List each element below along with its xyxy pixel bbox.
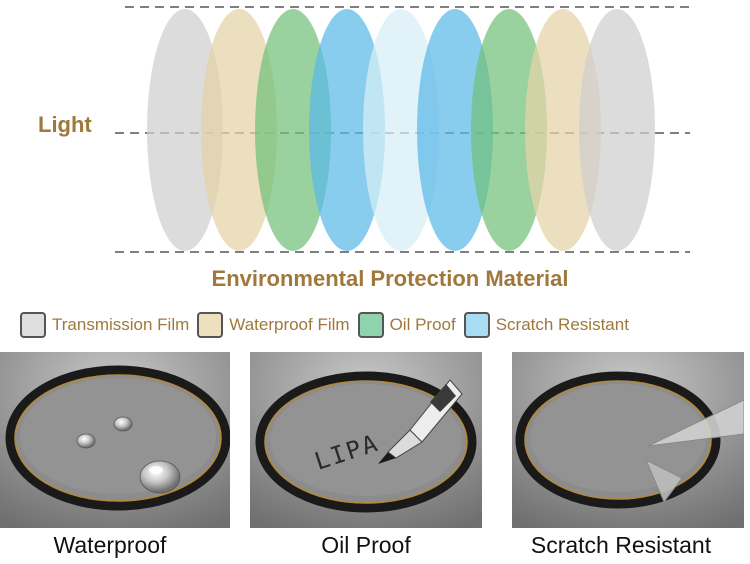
waterproof-caption: Waterproof <box>53 532 167 558</box>
legend-item-waterproof-film: Waterproof Film <box>197 312 350 338</box>
water-drop <box>113 416 133 432</box>
legend-item-scratch-resistant: Scratch Resistant <box>463 312 629 338</box>
layer-clear <box>363 9 439 251</box>
legend-item-transmission-film: Transmission Film <box>20 312 189 338</box>
oil-proof-photo: LIPA <box>250 352 482 528</box>
material-label: Environmental Protection Material <box>211 266 569 291</box>
legend-label: Oil Proof <box>389 315 456 334</box>
sharp-blade <box>647 399 744 447</box>
layer-waterproof <box>525 9 601 251</box>
legend-label: Transmission Film <box>52 315 190 334</box>
legend-item-oil-proof: Oil Proof <box>357 312 456 338</box>
legend-label: Waterproof Film <box>229 315 350 334</box>
legend-label: Scratch Resistant <box>495 315 629 334</box>
waterproof-photo <box>0 352 230 528</box>
oil-proof-caption: Oil Proof <box>321 532 411 558</box>
legend-swatch <box>463 312 490 338</box>
layer-scratch <box>309 9 385 251</box>
layer-scratch <box>417 9 493 251</box>
filter-layer-diagram <box>115 6 690 253</box>
layer-transmission <box>147 9 223 251</box>
legend-swatch <box>20 312 46 338</box>
layer-transmission <box>579 9 655 251</box>
layer-waterproof <box>201 9 277 251</box>
legend-swatch <box>197 312 224 338</box>
water-drop <box>139 460 181 494</box>
water-drop <box>76 433 96 449</box>
light-label: Light <box>38 112 92 137</box>
sharp-blade <box>645 458 683 503</box>
marker-pen <box>378 379 463 464</box>
scratch-resistant-photo <box>512 352 744 528</box>
legend-swatch <box>357 312 384 338</box>
legend: Transmission Film Waterproof Film Oil Pr… <box>20 311 637 339</box>
layer-oil <box>471 9 547 251</box>
scratch-resistant-caption: Scratch Resistant <box>530 532 712 558</box>
layer-oil <box>255 9 331 251</box>
